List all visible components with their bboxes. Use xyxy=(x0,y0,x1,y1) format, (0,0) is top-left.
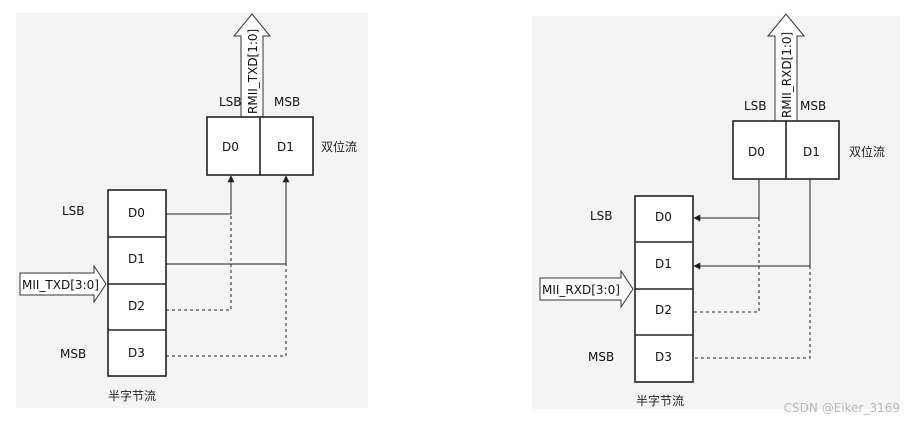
tx-input-bus-label: MII_TXD[3:0] xyxy=(22,278,99,292)
tx-nibble-cell-d3: D3 xyxy=(128,346,145,360)
rx-dibit-msb-label: MSB xyxy=(800,99,826,113)
tx-nibble-stream-label: 半字节流 xyxy=(108,388,156,403)
rx-wire-d2 xyxy=(694,218,760,313)
tx-nibble-register xyxy=(107,189,167,377)
rx-nibble-cell-d3: D3 xyxy=(655,350,672,364)
tx-wire-d2 xyxy=(166,214,232,311)
tx-wire-d1 xyxy=(166,175,290,265)
tx-diagram-panel xyxy=(16,13,368,408)
rx-wire-d3 xyxy=(694,266,811,359)
watermark-text: CSDN @Eiker_3169 xyxy=(783,401,900,415)
tx-nibble-cell-d1: D1 xyxy=(128,252,145,266)
rx-nibble-cell-d2: D2 xyxy=(655,303,672,317)
tx-wire-d0 xyxy=(166,175,235,215)
rx-dibit-lsb-label: LSB xyxy=(744,99,767,113)
rx-nibble-msb-label: MSB xyxy=(588,350,614,364)
rx-output-bus-label: RMII_RXD[1:0] xyxy=(780,32,794,118)
rx-diagram-panel xyxy=(532,16,900,409)
rx-nibble-cell-d1: D1 xyxy=(655,257,672,271)
tx-wire-d3 xyxy=(166,264,287,357)
tx-nibble-lsb-label: LSB xyxy=(62,204,85,218)
tx-dibit-cell-d1: D1 xyxy=(277,140,294,154)
rx-output-bus-arrow xyxy=(766,13,806,122)
rx-dibit-cell-d1: D1 xyxy=(803,145,820,159)
rx-nibble-cell-d0: D0 xyxy=(655,210,672,224)
tx-nibble-cell-d0: D0 xyxy=(128,206,145,220)
tx-dibit-lsb-label: LSB xyxy=(219,95,242,109)
tx-nibble-cell-d2: D2 xyxy=(128,299,145,313)
tx-nibble-msb-label: MSB xyxy=(60,347,86,361)
rx-wire-d0 xyxy=(693,179,760,222)
rx-input-bus-arrow xyxy=(539,269,634,309)
rx-input-bus-label: MII_RXD[3:0] xyxy=(542,283,620,297)
tx-dibit-stream-label: 双位流 xyxy=(321,139,357,154)
rx-nibble-stream-label: 半字节流 xyxy=(636,393,684,408)
rx-nibble-lsb-label: LSB xyxy=(590,209,613,223)
tx-input-bus-arrow xyxy=(19,264,107,304)
tx-dibit-cell-d0: D0 xyxy=(222,140,239,154)
rx-dibit-cell-d0: D0 xyxy=(748,145,765,159)
tx-output-bus-arrow xyxy=(232,13,272,118)
tx-dibit-msb-label: MSB xyxy=(274,95,300,109)
rx-dibit-stream-label: 双位流 xyxy=(849,144,885,159)
tx-output-bus-label: RMII_TXD[1:0] xyxy=(246,29,260,114)
rx-wire-d1 xyxy=(693,179,811,270)
